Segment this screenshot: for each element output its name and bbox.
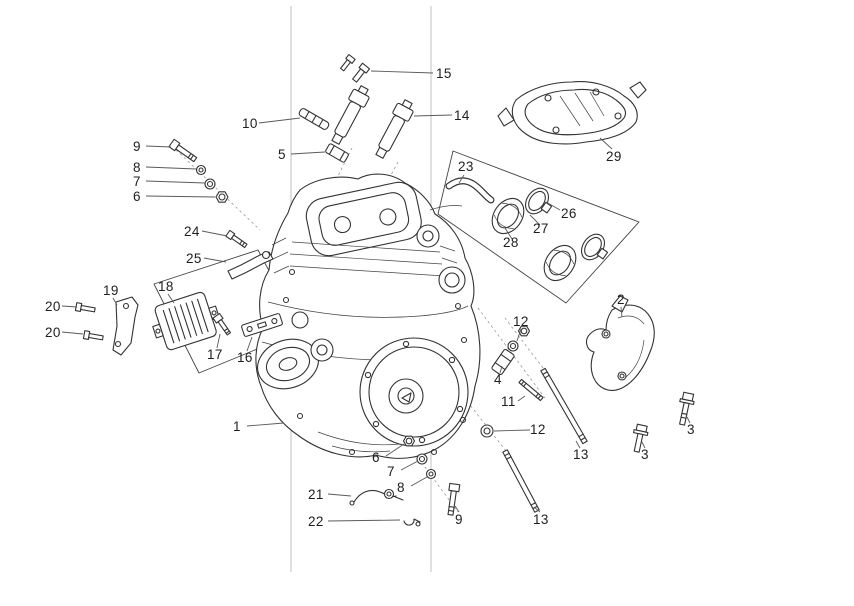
engine-assembly — [255, 173, 481, 459]
callout-9-bottom: 9 — [455, 512, 463, 527]
part-stud-11 — [518, 378, 544, 402]
part-lever-25 — [227, 250, 274, 280]
callout-5: 5 — [278, 147, 286, 162]
callout-4: 4 — [494, 372, 502, 387]
part-bolt-9-bottom — [447, 482, 461, 516]
callout-20-bottom: 20 — [45, 325, 61, 340]
part-washer-7-bottom — [416, 453, 428, 465]
callout-9-top: 9 — [133, 139, 141, 154]
part-screws-15 — [340, 53, 371, 83]
part-plate-16 — [241, 313, 283, 337]
part-shield-29 — [497, 81, 647, 145]
callout-6-top: 6 — [133, 189, 141, 204]
callout-21: 21 — [308, 487, 324, 502]
callout-13-bottom: 13 — [533, 512, 549, 527]
callout-16: 16 — [237, 350, 253, 365]
part-stud-13-bottom — [502, 449, 540, 513]
callout-17: 17 — [207, 347, 223, 362]
part-boot-28 — [491, 197, 525, 235]
callout-3-left: 3 — [641, 447, 649, 462]
part-screw-20-bottom — [82, 330, 104, 341]
part-bolt-17 — [212, 312, 232, 336]
part-ignition-coils-14 — [331, 85, 414, 159]
part-nut-12-top — [507, 325, 531, 352]
part-clip-22 — [403, 518, 421, 527]
callout-10: 10 — [242, 116, 258, 131]
callout-3-right: 3 — [687, 422, 695, 437]
part-clamp-26b — [580, 233, 609, 261]
part-washer-12-bottom — [480, 424, 494, 438]
callout-13-top: 13 — [573, 447, 589, 462]
callout-15: 15 — [436, 66, 452, 81]
callout-6-bottom: 6 — [372, 450, 380, 465]
part-bolt-9-top — [168, 138, 198, 163]
part-pin-10 — [298, 108, 330, 130]
leader-lines — [61, 70, 691, 522]
callout-27: 27 — [533, 221, 549, 236]
part-wire-clamp-21 — [349, 488, 404, 506]
part-bolt-3-left — [633, 423, 649, 453]
callout-28: 28 — [503, 235, 519, 250]
callout-8-bottom: 8 — [397, 480, 405, 495]
part-regulator-18 — [152, 291, 220, 351]
callout-26: 26 — [561, 206, 577, 221]
part-stud-13-top — [540, 367, 588, 445]
part-washer-8-top — [195, 164, 207, 176]
part-screw-20-top — [74, 302, 96, 313]
callout-11: 11 — [501, 394, 516, 409]
part-bolt-3-right — [679, 391, 695, 426]
part-collar-5 — [325, 143, 349, 163]
part-boot-27 — [543, 244, 577, 282]
callout-7-top: 7 — [133, 174, 141, 189]
callout-7-bottom: 7 — [387, 464, 395, 479]
callout-20-top: 20 — [45, 299, 61, 314]
callout-24: 24 — [184, 224, 200, 239]
callout-12-bottom: 12 — [530, 422, 546, 437]
callout-14: 14 — [454, 108, 470, 123]
callout-2: 2 — [617, 292, 625, 307]
part-collar-4 — [491, 348, 515, 376]
part-hose-23 — [445, 177, 495, 204]
callout-18: 18 — [158, 279, 174, 294]
callout-8-top: 8 — [133, 160, 141, 175]
callout-22: 22 — [308, 514, 324, 529]
part-washer-7-top — [204, 178, 216, 190]
callout-25: 25 — [186, 251, 202, 266]
part-nut-6-top — [215, 191, 229, 203]
callout-29: 29 — [606, 149, 622, 164]
callout-19: 19 — [103, 283, 119, 298]
part-clamp-26a — [524, 187, 553, 215]
part-bracket-19 — [112, 296, 139, 356]
callout-12-top: 12 — [513, 314, 529, 329]
group-outline-right — [437, 150, 640, 304]
part-cover-2 — [585, 295, 655, 391]
callout-23: 23 — [458, 159, 474, 174]
part-screw-24 — [225, 229, 248, 249]
part-nut-6-bottom — [402, 435, 416, 447]
callout-1: 1 — [233, 419, 241, 434]
part-washer-8-bottom — [425, 468, 437, 480]
